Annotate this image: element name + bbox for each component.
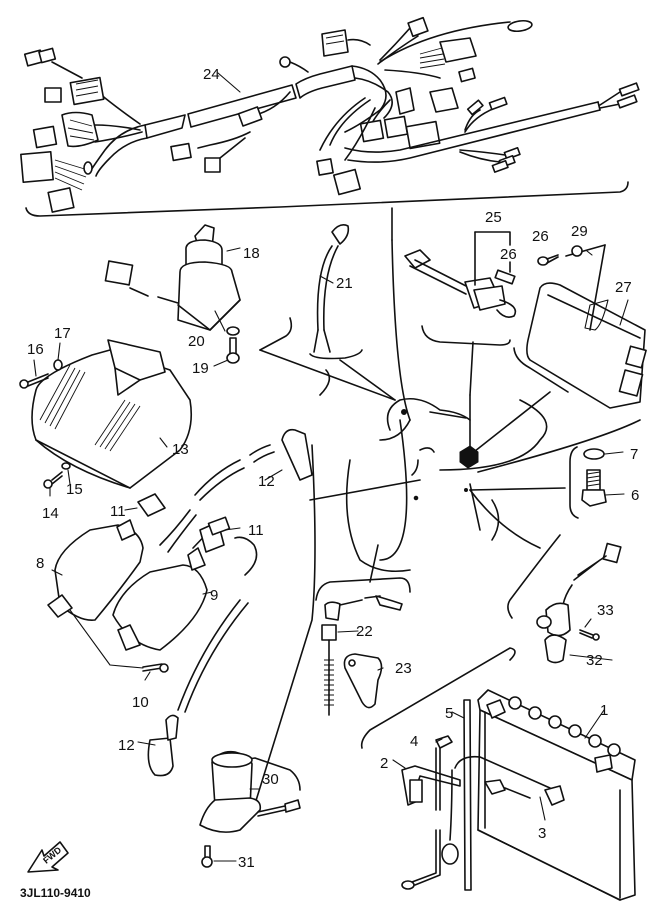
starter-relay [199, 750, 301, 833]
callout-12a: 12 [258, 473, 275, 490]
callout-3: 3 [538, 825, 546, 842]
ignition-coil-8 [47, 519, 144, 622]
callout-13: 13 [172, 441, 189, 458]
battery-cable-positive [401, 735, 453, 890]
callout-26a: 26 [500, 246, 517, 263]
spark-plug-cap-upper [159, 428, 313, 553]
callout-1: 1 [600, 702, 608, 719]
callout-25: 25 [485, 209, 502, 226]
callout-11b: 11 [248, 522, 264, 539]
callout-19: 19 [192, 360, 209, 377]
callout-27: 27 [615, 279, 632, 296]
diagram-code: 3JL110-9410 [20, 886, 91, 900]
callout-2: 2 [380, 755, 388, 772]
coil-bolt [142, 663, 169, 673]
callout-16: 16 [27, 341, 44, 358]
callout-33: 33 [597, 602, 614, 619]
callout-6: 6 [631, 487, 639, 504]
callout-29: 29 [571, 223, 588, 240]
callout-23: 23 [395, 660, 412, 677]
coil-holder-upper [137, 493, 166, 517]
callout-18: 18 [243, 245, 260, 262]
callout-22: 22 [356, 623, 373, 640]
frame-silhouette [345, 397, 548, 573]
screw-33 [579, 629, 600, 641]
callout-7: 7 [630, 446, 638, 463]
callout-10: 10 [132, 694, 149, 711]
fwd-arrow: FWD [27, 841, 69, 873]
cdi-cover [31, 339, 193, 489]
harness-group-bracket [25, 181, 629, 217]
callout-15: 15 [66, 481, 83, 498]
callout-32: 32 [586, 652, 603, 669]
battery-band [401, 765, 461, 806]
breather-pipe [463, 699, 472, 891]
gasket-7 [583, 448, 605, 460]
nut-29 [571, 245, 583, 257]
screw-14 [43, 471, 63, 489]
battery-cable-negative [441, 755, 565, 865]
callout-5: 5 [445, 705, 453, 722]
main-switch [104, 224, 241, 364]
battery [477, 689, 636, 901]
rear-stop-switch [321, 595, 403, 716]
callout-11a: 11 [110, 503, 126, 520]
thermo-switch [536, 542, 622, 664]
spark-plug-cap-lower [147, 536, 258, 777]
leader-lines [33, 72, 629, 862]
wire-harness [20, 16, 640, 213]
callout-labels: 1 2 3 4 5 6 7 8 9 10 11 11 12 12 13 14 1… [27, 66, 639, 871]
callout-17: 17 [54, 325, 71, 342]
cdi-unit [526, 282, 647, 409]
callout-26b: 26 [532, 228, 549, 245]
callout-21: 21 [336, 275, 353, 292]
callout-31: 31 [238, 854, 255, 871]
switch-bracket [343, 653, 383, 709]
oil-level-switch [313, 224, 350, 353]
fuse-holder [404, 231, 517, 318]
screw-26 [537, 254, 559, 266]
washer-15 [61, 462, 71, 470]
coil-holder-lower [199, 516, 231, 553]
callout-20: 20 [188, 333, 205, 350]
washer-17 [53, 359, 63, 371]
callout-24: 24 [203, 66, 220, 83]
callout-12b: 12 [118, 737, 135, 754]
bolt-31 [201, 845, 213, 868]
screw-16 [19, 373, 49, 389]
callout-14: 14 [42, 505, 59, 522]
ignition-coil-9 [112, 524, 216, 651]
neutral-switch [581, 469, 607, 507]
callout-8: 8 [36, 555, 44, 572]
callout-30: 30 [262, 771, 279, 788]
callout-9: 9 [210, 587, 218, 604]
callout-4: 4 [410, 733, 418, 750]
